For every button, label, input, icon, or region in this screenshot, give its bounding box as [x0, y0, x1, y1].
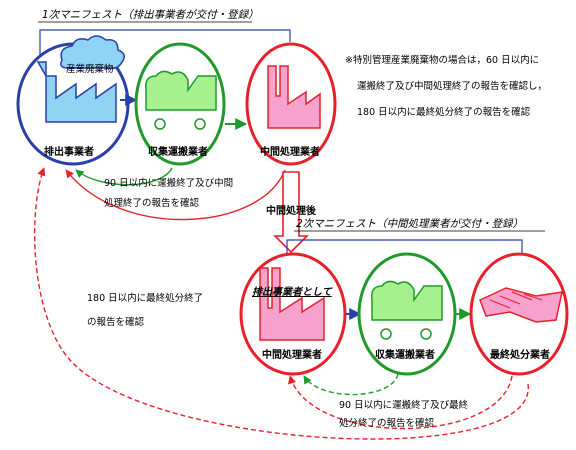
note-line-2: 運搬終了及び中間処理終了の報告を確認し， [357, 80, 547, 92]
note-line-1: ※特別管理産業廃棄物の場合は，60 日以内に [345, 54, 539, 66]
report-arrow-final-to-intermediate2 [288, 375, 513, 430]
node-collector1: 収集運搬業者 [134, 42, 226, 166]
report90-bottom-line-1: 90 日以内に運搬終了及び最終 [339, 399, 469, 411]
report90-top-line-1: 90 日以内に運搬終了及び中間 [104, 177, 233, 189]
report90-top-line-2: 処理終了の報告を確認 [104, 197, 200, 209]
plant-icon [259, 267, 325, 341]
truck-wheel-icon [380, 328, 392, 340]
intermediate1-label: 中間処理業者 [260, 145, 320, 158]
note-box: ※特別管理産業廃棄物の場合は，60 日以内に 運搬終了及び中間処理終了の報告を確… [345, 54, 547, 118]
waste-cloud-icon [60, 35, 125, 70]
truck-icon [144, 70, 217, 111]
report180-line-1: 180 日以内に最終処分終了 [87, 292, 203, 304]
waste-label: 産業廃棄物 [66, 63, 114, 75]
manifest1-bracket [39, 29, 291, 60]
report90-bottom-line-2: 処分終了の報告を確認 [339, 417, 435, 429]
report180-line-2: の報告を確認 [87, 316, 145, 328]
landfill-grid-icon [489, 291, 543, 309]
truck-wheel-icon [420, 328, 432, 340]
node-intermediate2: 排出事業者として 中間処理業者 [239, 252, 347, 376]
node-emitter: 産業廃棄物 排出事業者 [16, 35, 130, 166]
report-arrow-collector2-to-intermediate2 [303, 373, 399, 396]
manifest2-bracket [286, 239, 523, 262]
node-final: 最終処分業者 [469, 252, 569, 376]
plant-icon [267, 65, 321, 129]
truck-wheel-icon [194, 118, 206, 130]
factory-icon [36, 61, 117, 123]
intermediate2-role-label: 排出事業者として [252, 286, 333, 298]
collector2-label: 収集運搬業者 [375, 348, 435, 361]
after-processing-label: 中間処理後 [266, 204, 317, 217]
report-arrow-final-to-emitter [34, 167, 529, 440]
collector1-label: 収集運搬業者 [148, 145, 208, 158]
truck-wheel-icon [154, 118, 166, 130]
emitter-label: 排出事業者 [44, 145, 94, 158]
final-label: 最終処分業者 [490, 348, 550, 361]
truck-icon [370, 280, 443, 321]
node-collector2: 収集運搬業者 [357, 252, 457, 376]
report-arrow-collector1-to-emitter [75, 167, 173, 186]
intermediate2-label: 中間処理業者 [262, 348, 322, 361]
manifest1-title: 1次マニフェスト（排出事業者が交付・登録） [42, 9, 259, 21]
after-processing-arrow [273, 171, 309, 254]
report-arrow-intermediate1-to-emitter [65, 169, 286, 221]
manifest2-title: 2次マニフェスト（中間処理業者が交付・登録） [296, 218, 523, 230]
note-line-3: 180 日以内に最終処分終了の報告を確認 [357, 106, 531, 118]
node-intermediate1: 中間処理業者 [245, 42, 337, 166]
